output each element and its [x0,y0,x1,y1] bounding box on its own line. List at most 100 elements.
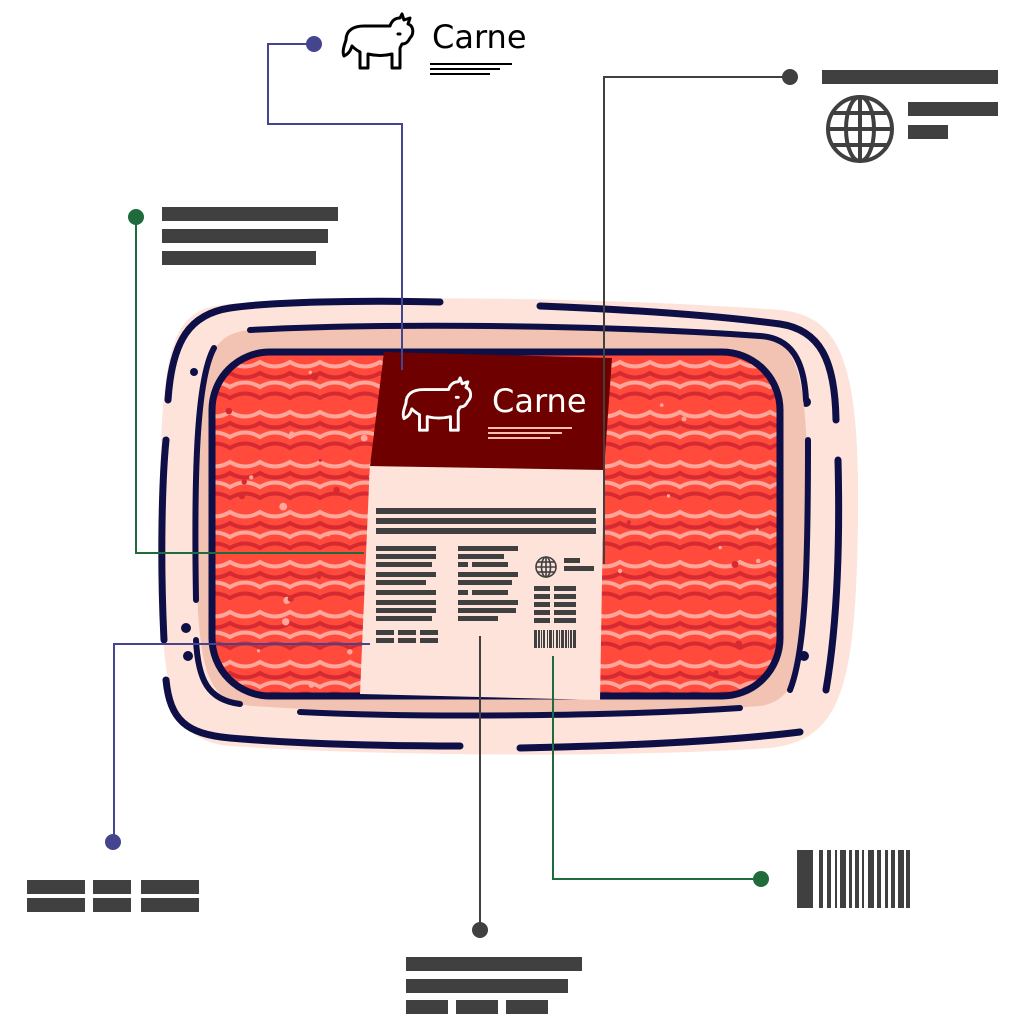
meat-speck [731,560,739,568]
tray-rim-dot [183,651,193,661]
label-band [370,352,612,470]
barcode-icon [797,850,910,908]
meat-speck [310,372,319,381]
nutrition-text-bar [506,1000,548,1014]
meat-speck [756,558,761,564]
barcode-bar [827,850,831,908]
barcode-bar [543,630,545,648]
connector-product-name [267,43,403,370]
label-band-lines [488,427,572,439]
barcode-bar [819,850,823,908]
meat-speck [287,595,294,602]
nutrition-text-bar [406,1000,448,1014]
barcode-bar [855,850,859,908]
codes-text-bar [93,880,131,894]
barcode-bar [906,850,910,908]
barcode-bar [835,850,837,908]
barcode-bar [570,630,572,648]
connector-codes [113,643,370,840]
callout-dot [105,834,121,850]
meat-texture [212,359,780,696]
callout-dot [753,871,769,887]
origin-text-bar [822,70,998,84]
meat-speck [282,618,290,626]
description-text-bar [162,251,316,265]
meat-speck [666,494,671,498]
codes-text-bar [141,898,199,912]
globe-icon [535,556,557,578]
barcode-bar [862,850,864,908]
nutrition-text-bar [456,1000,498,1014]
connector-description [135,218,364,554]
meat-speck [318,458,322,462]
barcode-bar [891,850,895,908]
meat-speck [308,370,312,374]
callout-nutrition [406,957,582,1014]
tray-inner-rim [192,322,811,719]
callout-dot [128,209,144,225]
label-text-lines [376,508,596,643]
connector-barcode [552,656,760,880]
codes-text-bar [27,898,85,912]
tray-rim-dot [190,368,198,376]
codes-text-bar [27,880,85,894]
callout-lines [113,43,788,930]
meat-speck [256,649,261,653]
meat-speck [333,486,340,494]
callout-description [162,207,338,265]
codes-text-bar [93,898,131,912]
callout-origin [822,70,998,163]
meat-speck [225,407,233,415]
barcode-bar [549,630,552,648]
meat-speck [752,464,758,470]
callout-dot [472,922,488,938]
meat-speck [681,416,687,422]
cow-icon [341,12,415,70]
callout-product-name-text: Carne [432,18,527,56]
meat-speck [289,431,295,437]
globe-icon [826,95,894,163]
meat-speck [360,434,368,442]
product-label: Carne [360,352,612,700]
meat-speck [659,403,664,407]
origin-text-bar [908,125,948,139]
meat-speck [713,670,719,676]
barcode-bar [797,850,813,908]
connector-origin [603,76,788,564]
nutrition-text-bar [406,979,568,993]
meat-speck [279,502,288,511]
nutrition-text-bar [406,957,582,971]
tray-outer-rim [158,297,843,752]
barcode-bar [556,630,558,648]
meat-speck [249,475,254,480]
barcode-bar [565,630,567,648]
tray-rim-dot [181,623,191,633]
barcode-bar [561,630,564,648]
meat-speck [241,479,247,485]
barcode-bar [541,630,542,648]
barcode-bar [568,630,569,648]
barcode-bar [868,850,874,908]
meat-speck [617,568,623,574]
callout-dot [306,36,322,52]
barcode-bar [559,630,560,648]
barcode-icon [534,630,576,648]
meat-speck [718,545,722,550]
origin-text-bar [908,102,998,116]
barcode-bar [849,850,852,908]
codes-text-bar [141,880,199,894]
barcode-bar [553,630,554,648]
meat-speck [238,492,246,500]
barcode-bar [898,850,904,908]
meat-speck [347,649,353,655]
callout-product-name-lines [430,63,512,75]
barcode-bar [534,630,537,648]
meat-speck [308,682,314,688]
label-product-name: Carne [492,382,587,420]
meat-speck [735,640,743,648]
callout-dot [782,69,798,85]
barcode-bar [840,850,846,908]
barcode-bar [538,630,540,648]
meat-speck [626,520,631,525]
